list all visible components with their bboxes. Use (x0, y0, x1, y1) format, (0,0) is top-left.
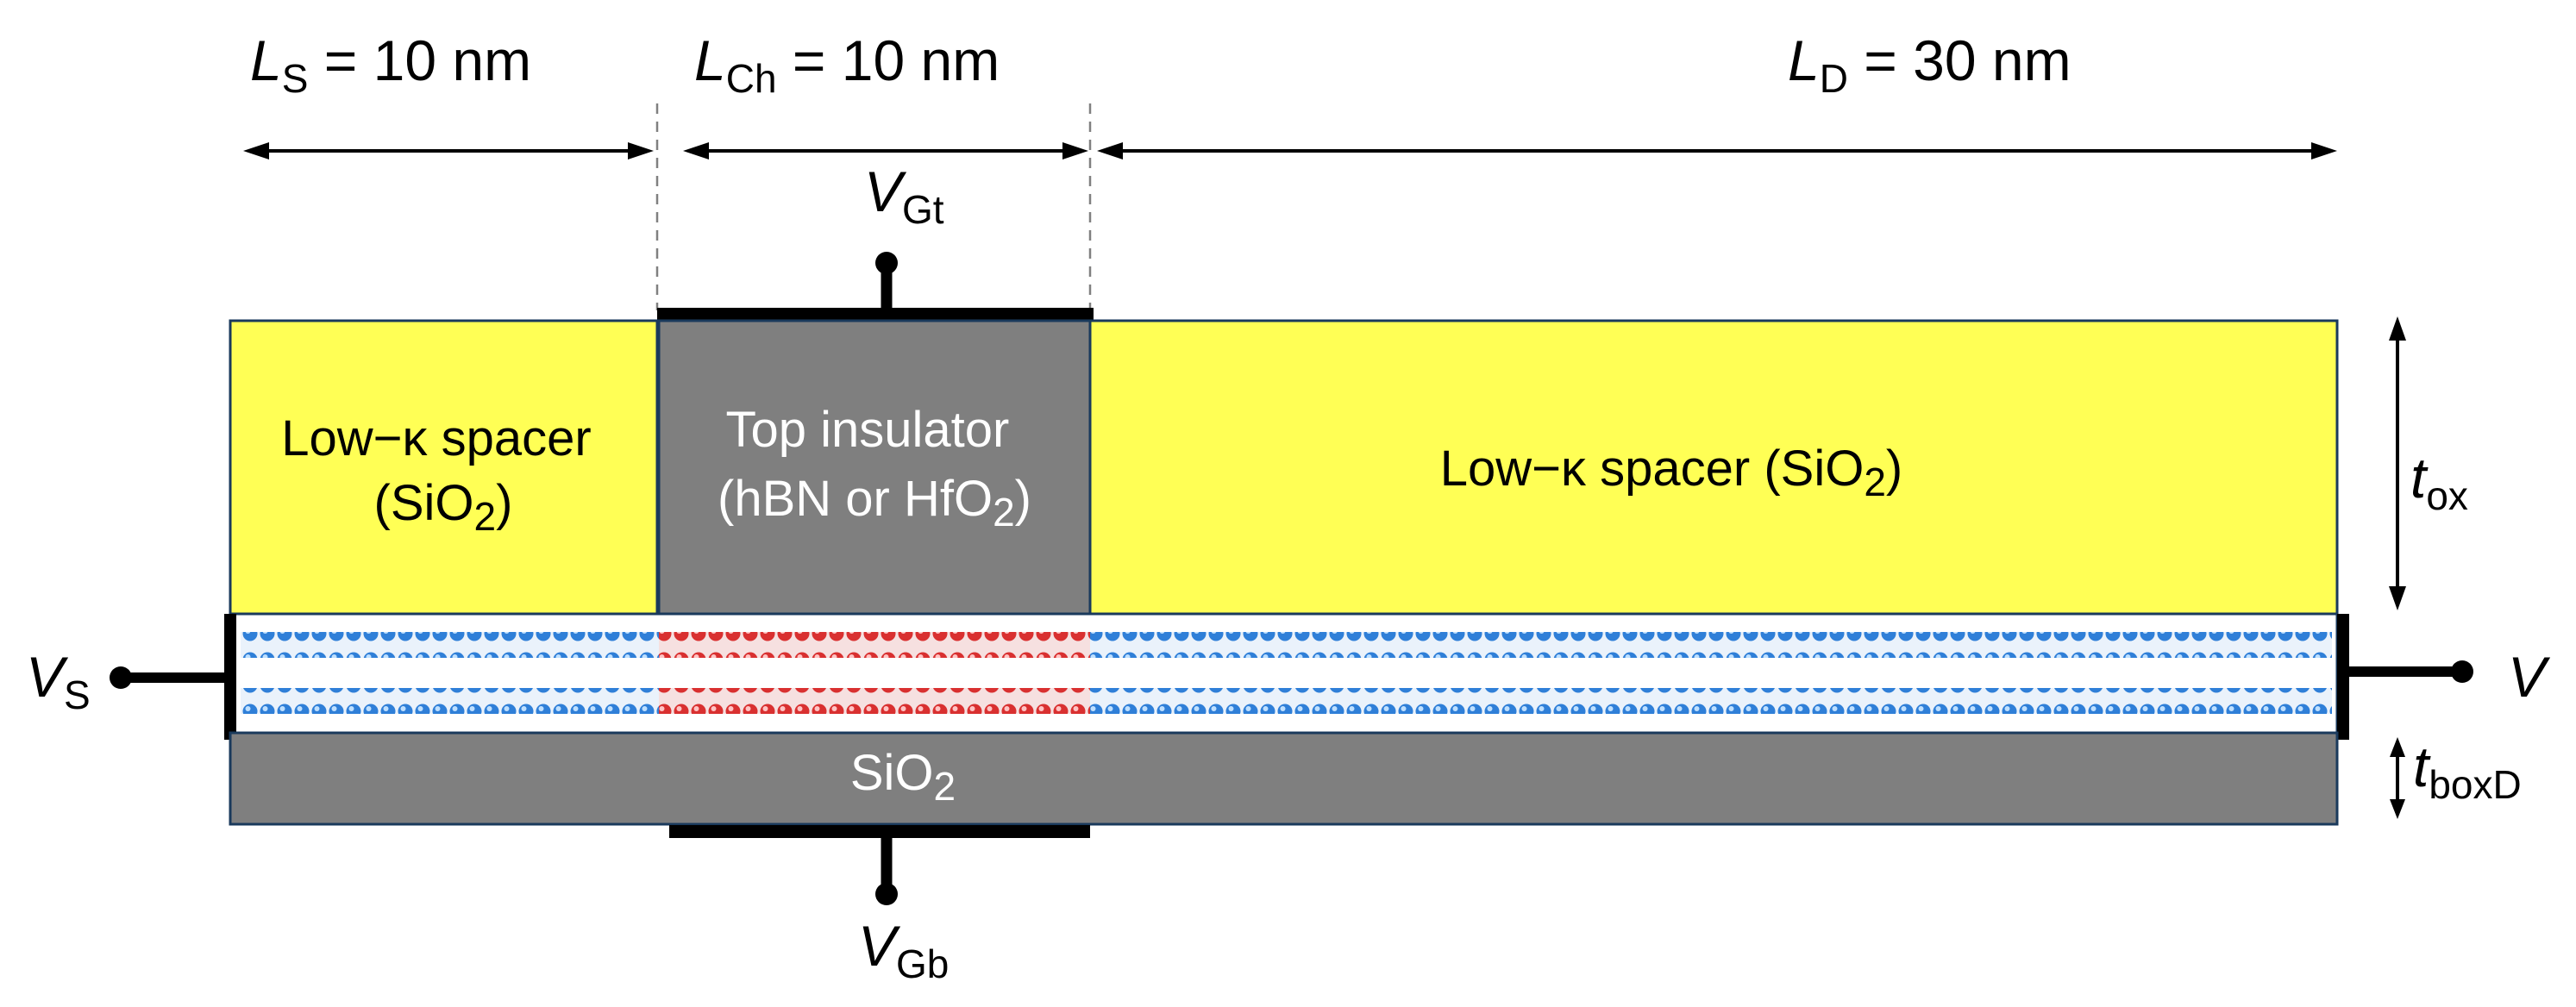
lower-2d-layer (241, 688, 2332, 714)
channel-stack-frame (230, 614, 2337, 733)
top-gate-voltage-label: VGt (864, 159, 944, 232)
source-voltage-label: VS (26, 645, 91, 717)
top-gate-electrode (657, 252, 1094, 321)
upper-2d-layer (241, 632, 2332, 658)
box-thickness-arrow (2390, 737, 2405, 819)
drain-length-label: LD = 30 nm (1788, 28, 2071, 101)
left-low-k-spacer (229, 319, 659, 616)
oxide-thickness-arrow (2389, 316, 2406, 610)
bottom-gate-voltage-label: VGb (858, 914, 949, 986)
drain-contact (2337, 614, 2473, 740)
source-length-label: LS = 10 nm (250, 28, 531, 101)
left-spacer-label: Low−κ spacer (SiO2) (281, 410, 605, 539)
right-spacer-label: Low−κ spacer (SiO2) (1440, 441, 1903, 504)
source-contact (110, 614, 236, 740)
bottom-oxide-label: SiO2 (850, 745, 956, 809)
channel-boundary-guides (655, 103, 1092, 310)
dimension-arrows (243, 142, 2337, 159)
bottom-sio2-layer (229, 731, 2339, 826)
top-insulator (657, 319, 1092, 616)
box-thickness-label: tboxD (2413, 735, 2522, 807)
oxide-thickness-label: tox (2410, 446, 2468, 518)
channel-length-label: LCh = 10 nm (694, 28, 1000, 101)
top-insulator-label: Top insulator (hBN or HfO2) (718, 402, 1031, 535)
right-low-k-spacer (1088, 319, 2339, 616)
drain-voltage-label: V (2508, 645, 2551, 709)
bottom-gate-electrode (669, 825, 1090, 905)
